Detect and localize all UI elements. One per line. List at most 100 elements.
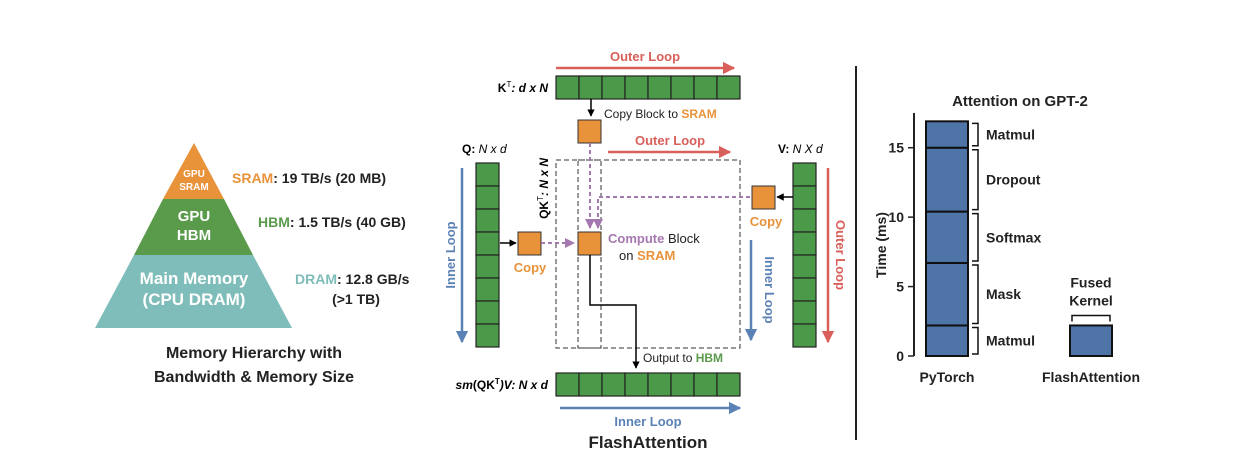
q-matrix-cell [475, 162, 500, 187]
v-matrix-cell [792, 162, 817, 187]
memory-hierarchy: GPU SRAM GPU HBM Main Memory (CPU DRAM) … [95, 143, 410, 386]
pyramid-tier-sram [163, 143, 224, 199]
bar-segment [925, 261, 969, 327]
kt-matrix-cell [624, 75, 649, 100]
q-matrix-cell [475, 277, 500, 302]
hierarchy-caption-line1: Memory Hierarchy with [166, 345, 342, 362]
output-matrix-cell [578, 372, 603, 397]
q-copy-label: Copy [514, 260, 547, 275]
y-tick-label: 10 [888, 209, 904, 225]
output-matrix-cell [647, 372, 672, 397]
q-matrix-cell [475, 208, 500, 233]
output-matrix-cell [716, 372, 741, 397]
v-matrix [792, 162, 817, 348]
y-tick-label: 0 [896, 348, 904, 364]
v-matrix-cell [792, 254, 817, 279]
category-label: FlashAttention [1042, 369, 1140, 385]
v-matrix-cell [792, 300, 817, 325]
kt-matrix-cell [693, 75, 718, 100]
fused-label-line: Kernel [1069, 292, 1113, 308]
chart-title: Attention on GPT-2 [952, 93, 1088, 110]
segment-label: Dropout [986, 172, 1041, 188]
v-sram-block [751, 185, 776, 210]
kt-matrix-cell [647, 75, 672, 100]
bars [925, 120, 1113, 357]
segment-bracket [972, 122, 979, 147]
output-matrix-cell [624, 372, 649, 397]
outer-loop-label-right: Outer Loop [833, 220, 848, 290]
category-label: PyTorch [920, 369, 975, 385]
compute-label-line1: Compute Block [608, 231, 700, 246]
kt-matrix-cell [716, 75, 741, 100]
output-path-arrow [589, 255, 640, 369]
segment-bracket [972, 326, 979, 355]
bar-segment [1069, 324, 1113, 357]
kt-label: KT: d x N [498, 80, 549, 95]
segment-labels: MatmulMaskSoftmaxDropoutMatmulFusedKerne… [972, 122, 1113, 355]
output-matrix [555, 372, 741, 397]
compute-label-line2: on SRAM [619, 248, 675, 263]
inner-loop-label-bottom: Inner Loop [614, 414, 681, 429]
kt-matrix-cell [601, 75, 626, 100]
flashattention-diagram: Outer Loop KT: d x N Copy Block to SRAM … [443, 49, 848, 452]
fused-label-line: Fused [1070, 274, 1111, 290]
q-matrix-cell [475, 323, 500, 348]
bar-segment [925, 324, 969, 357]
flashattention-title: FlashAttention [589, 433, 708, 452]
kt-matrix-cell [555, 75, 580, 100]
dram-spec-size: (>1 TB) [332, 291, 380, 307]
dram-spec: DRAM: 12.8 GB/s [295, 271, 410, 287]
segment-bracket [972, 264, 979, 325]
tier-dram-line1: Main Memory [140, 269, 249, 288]
kt-sram-block [577, 119, 602, 144]
v-copy-label: Copy [750, 214, 783, 229]
q-matrix-cell [475, 300, 500, 325]
kt-matrix-cell [670, 75, 695, 100]
kt-matrix [555, 75, 741, 100]
output-matrix-cell [555, 372, 580, 397]
fused-bracket [1071, 314, 1111, 322]
copy-block-label: Copy Block to SRAM [604, 107, 717, 121]
pyramid-tier-hbm [134, 199, 253, 255]
q-matrix [475, 162, 500, 348]
v-to-compute-arrow [593, 196, 750, 229]
pyramid-tier-dram [95, 255, 292, 328]
kt-matrix-cell [578, 75, 603, 100]
tier-dram-line2: (CPU DRAM) [143, 290, 246, 309]
outer-loop-label-mid: Outer Loop [635, 133, 705, 148]
outer-loop-label-top: Outer Loop [610, 49, 680, 64]
output-matrix-cell [670, 372, 695, 397]
inner-loop-label-left: Inner Loop [443, 221, 458, 288]
v-matrix-cell [792, 277, 817, 302]
tier-hbm-line1: GPU [178, 208, 211, 225]
q-matrix-cell [475, 185, 500, 210]
hbm-spec: HBM: 1.5 TB/s (40 GB) [258, 214, 406, 230]
segment-label: Softmax [986, 229, 1041, 245]
y-ticks: 0 5 10 15 [888, 140, 914, 364]
q-matrix-cell [475, 254, 500, 279]
qkt-dashed-region [555, 159, 741, 349]
tier-sram-line2: SRAM [179, 182, 208, 193]
y-tick-label: 15 [888, 140, 904, 156]
hierarchy-caption-line2: Bandwidth & Memory Size [154, 369, 354, 386]
v-matrix-cell [792, 231, 817, 256]
chart-ylabel: Time (ms) [873, 212, 889, 278]
segment-label: Mask [986, 286, 1021, 302]
output-matrix-cell [693, 372, 718, 397]
qkt-label: QKT: N x N [536, 158, 551, 219]
q-sram-block [517, 231, 542, 256]
bar-segment [925, 120, 969, 149]
v-matrix-cell [792, 208, 817, 233]
tier-sram-line1: GPU [183, 169, 205, 180]
compute-sram-block [577, 231, 602, 256]
segment-bracket [972, 148, 979, 211]
output-label: Output to HBM [643, 351, 723, 365]
segment-label: Matmul [986, 127, 1035, 143]
bar-segment [925, 146, 969, 213]
category-labels: PyTorch FlashAttention [920, 369, 1140, 385]
v-label: V: N X d [778, 142, 823, 156]
output-matrix-label: sm(QKT)V: N x d [456, 377, 549, 392]
y-tick-label: 5 [896, 279, 904, 295]
